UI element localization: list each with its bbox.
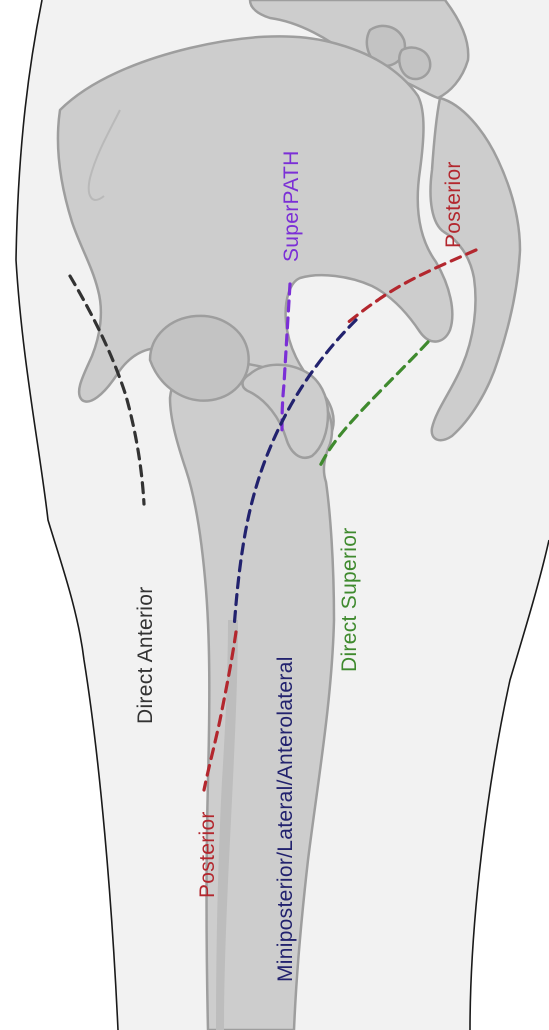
posterior-bottom-label: Posterior	[196, 811, 219, 898]
direct-superior-label: Direct Superior	[338, 527, 361, 672]
posterior-top-label: Posterior	[442, 161, 465, 248]
miniposterior-label: Miniposterior/Lateral/Anterolateral	[274, 656, 297, 982]
direct-anterior-label: Direct Anterior	[134, 586, 157, 724]
superpath-label: SuperPATH	[280, 150, 303, 262]
